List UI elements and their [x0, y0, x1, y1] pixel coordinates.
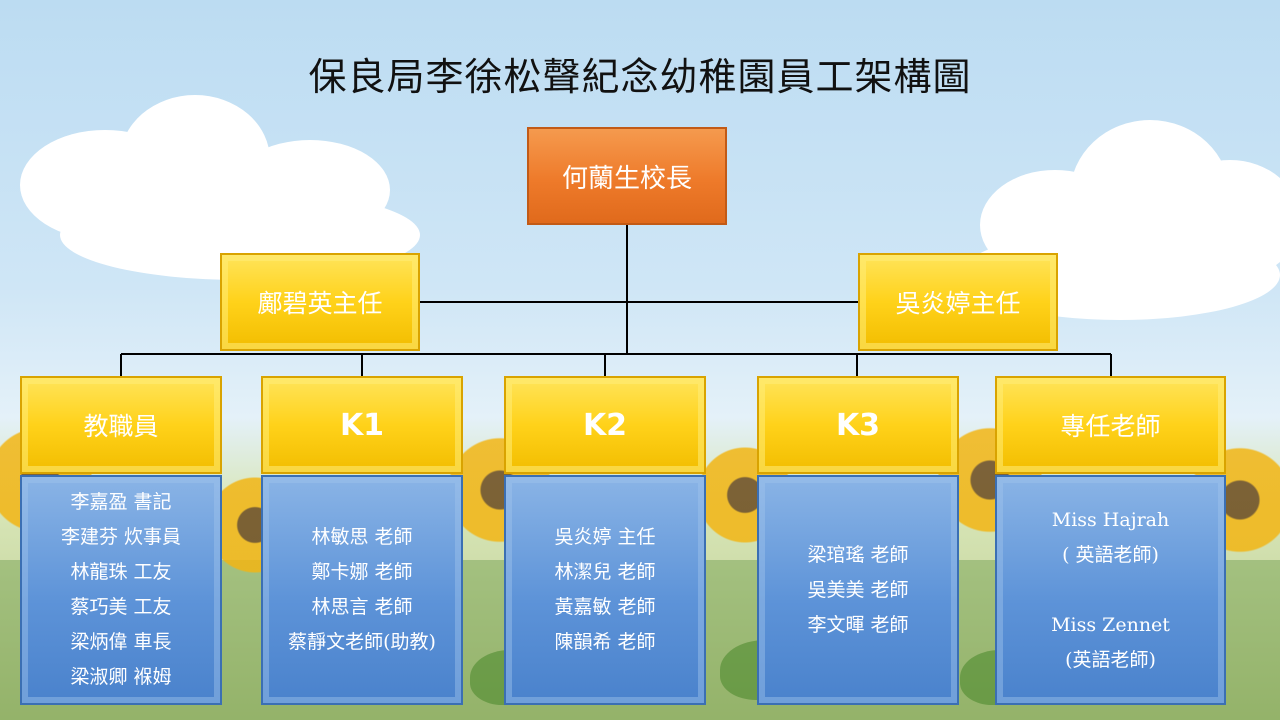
- member-role: ( 英語老師): [1062, 543, 1159, 566]
- member-name: Miss Zennet: [1051, 613, 1170, 636]
- member-name: 林潔兒 老師: [554, 561, 656, 583]
- member-name: 梁琯瑤 老師: [807, 543, 909, 566]
- member-name: 鄭卡娜 老師: [311, 561, 413, 583]
- member-name: 梁淑卿 褓姆: [70, 666, 172, 688]
- member-name: 林敏思 老師: [311, 526, 413, 548]
- principal-box: 何蘭生校長: [527, 127, 727, 225]
- member-name: 吳炎婷 主任: [554, 526, 656, 548]
- member-name: 林龍珠 工友: [70, 561, 172, 583]
- department-members-k2: 吳炎婷 主任 林潔兒 老師 黃嘉敏 老師 陳韻希 老師: [504, 475, 706, 705]
- member-role: (英語老師): [1065, 648, 1156, 671]
- department-members-k1: 林敏思 老師 鄭卡娜 老師 林思言 老師 蔡靜文老師(助教): [261, 475, 463, 705]
- department-header-staff: 教職員: [20, 376, 222, 474]
- member-name: 吳美美 老師: [807, 578, 909, 601]
- department-header-k2: K2: [504, 376, 706, 474]
- member-name: 李文暉 老師: [807, 613, 909, 636]
- department-header-k1: K1: [261, 376, 463, 474]
- member-name: Miss Hajrah: [1051, 508, 1170, 531]
- member-name: 蔡靜文老師(助教): [288, 631, 436, 653]
- supervisor-box-2: 吳炎婷主任: [858, 253, 1058, 351]
- department-header-specialist: 專任老師: [995, 376, 1226, 474]
- member-name: 李建芬 炊事員: [60, 526, 182, 548]
- supervisor-box-1: 鄺碧英主任: [220, 253, 420, 351]
- member-name: 黃嘉敏 老師: [554, 596, 656, 618]
- department-members-staff: 李嘉盈 書記 李建芬 炊事員 林龍珠 工友 蔡巧美 工友 梁炳偉 車長 梁淑卿 …: [20, 475, 222, 705]
- department-header-k3: K3: [757, 376, 959, 474]
- member-name: 梁炳偉 車長: [70, 631, 172, 653]
- member-name: 蔡巧美 工友: [70, 596, 172, 618]
- department-members-k3: 梁琯瑤 老師 吳美美 老師 李文暉 老師: [757, 475, 959, 705]
- member-name: 李嘉盈 書記: [70, 491, 172, 513]
- member-name: 陳韻希 老師: [554, 631, 656, 653]
- department-members-specialist: Miss Hajrah ( 英語老師) Miss Zennet (英語老師): [995, 475, 1226, 705]
- page-title: 保良局李徐松聲紀念幼稚園員工架構圖: [308, 55, 972, 99]
- member-name: 林思言 老師: [311, 596, 413, 618]
